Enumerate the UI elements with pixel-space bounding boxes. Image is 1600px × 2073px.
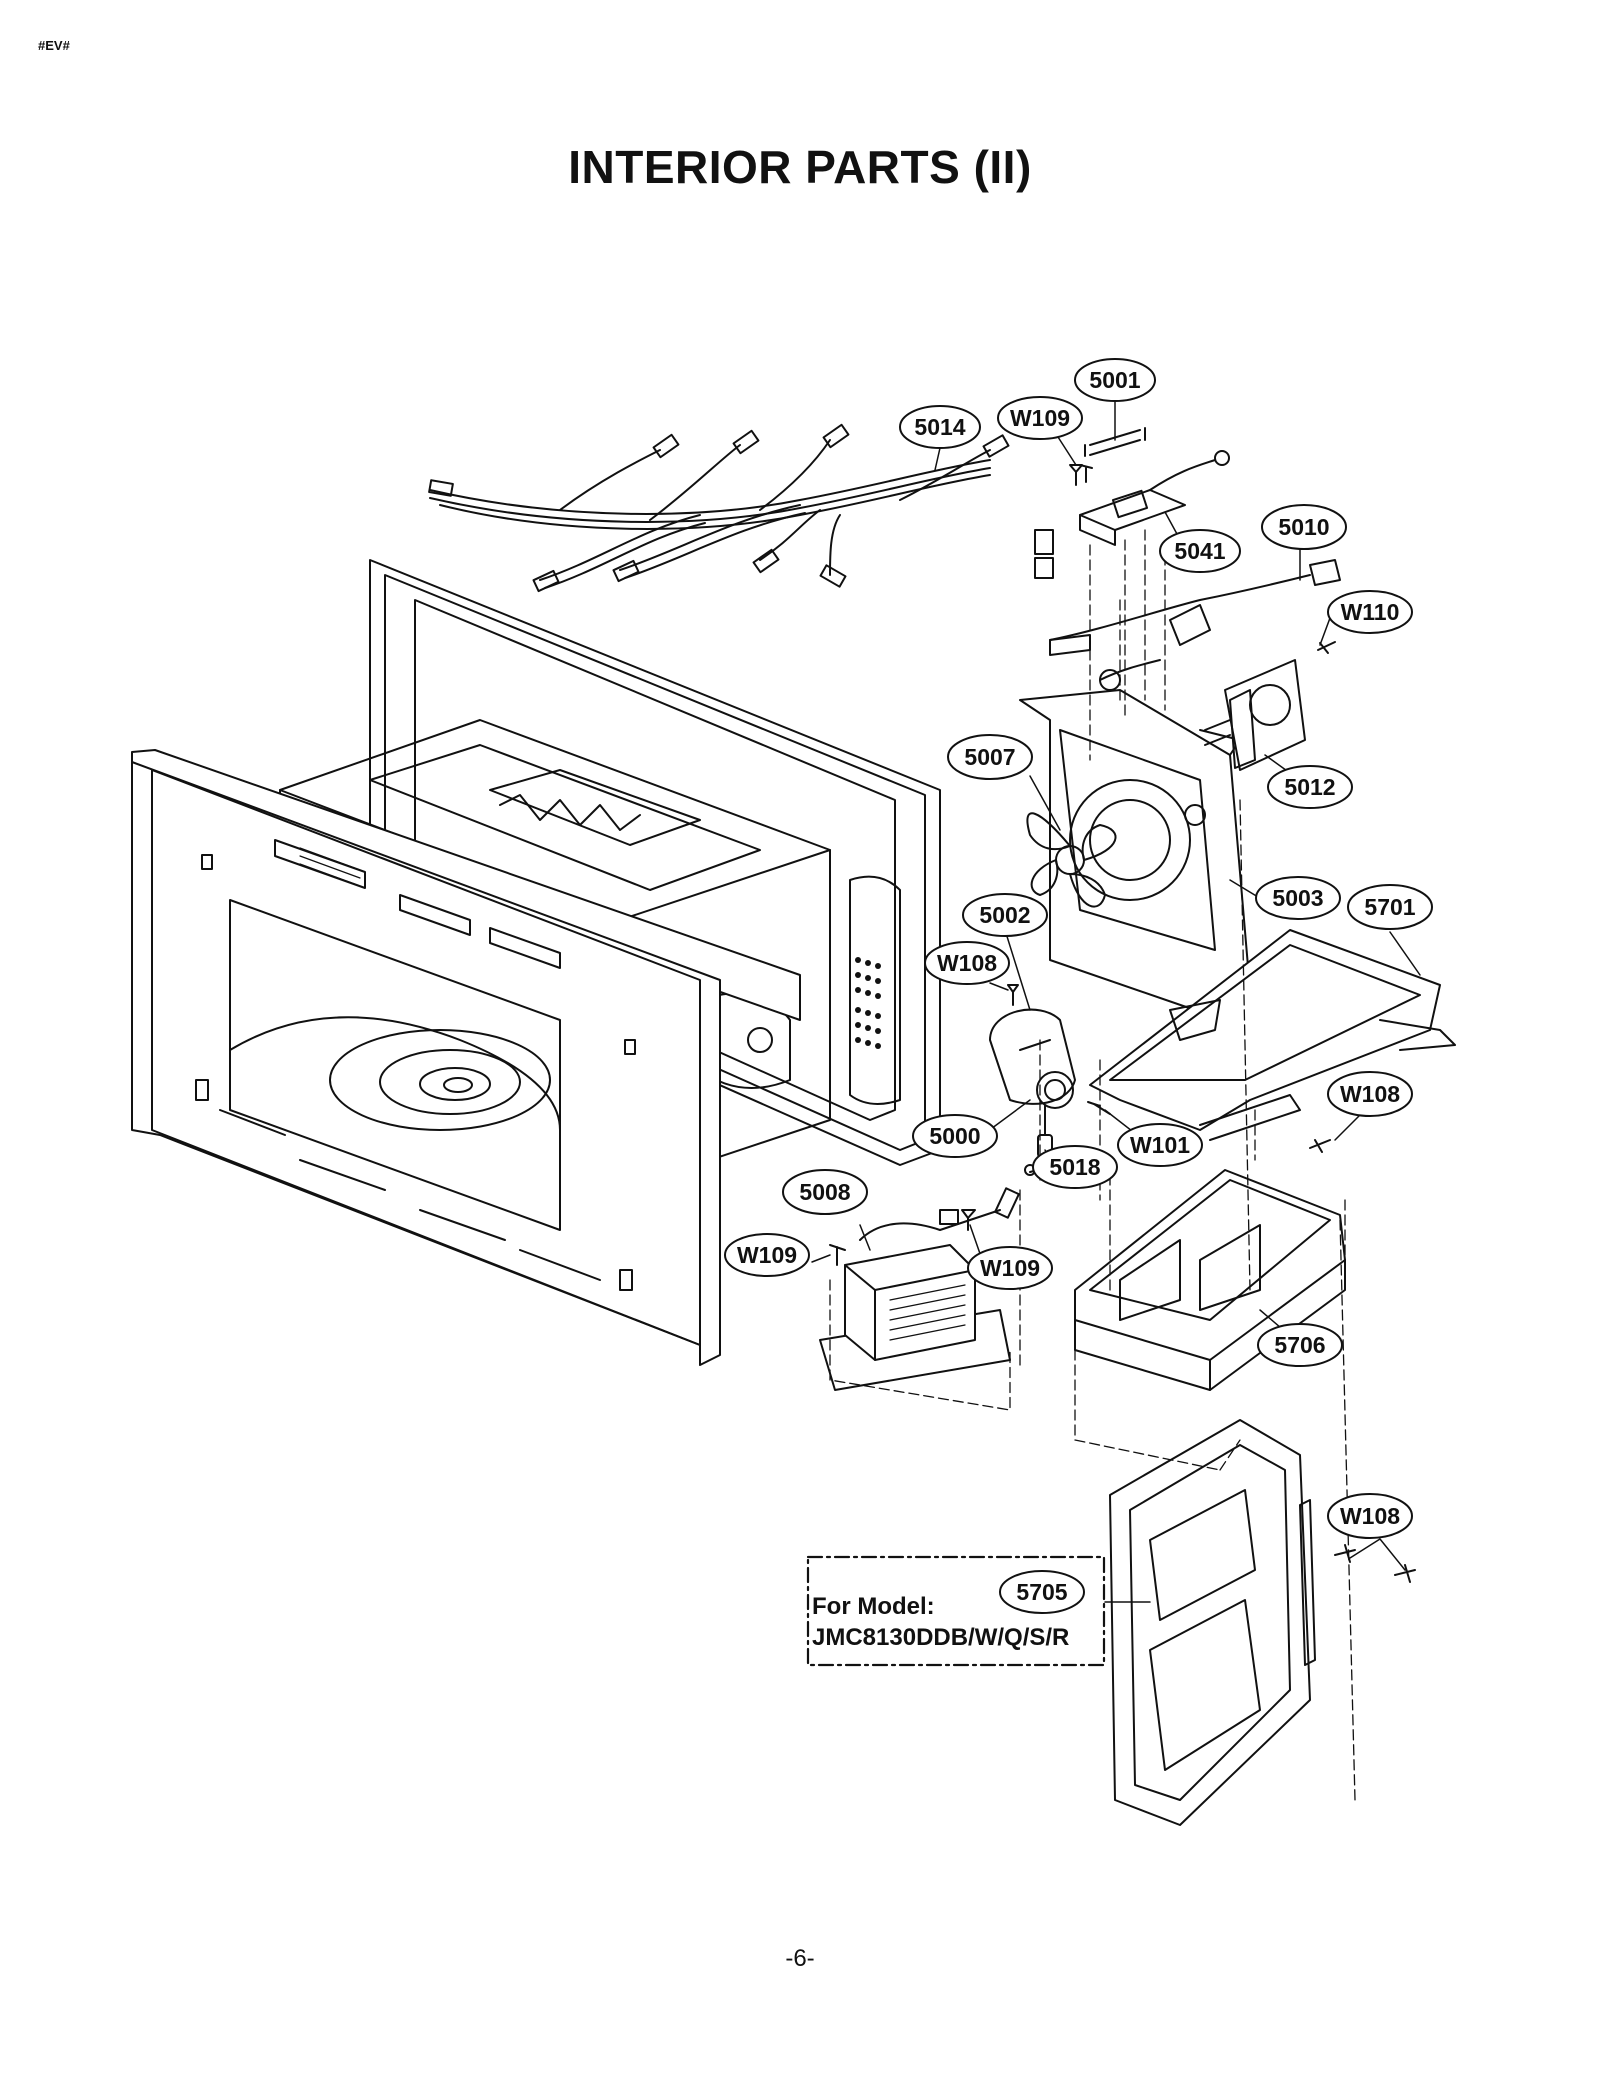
callout-w108-middle: W108 (1327, 1071, 1413, 1117)
callout-label: 5705 (1016, 1579, 1067, 1605)
callout-5002: 5002 (962, 893, 1048, 937)
callout-5701: 5701 (1347, 884, 1433, 930)
callout-w101: W101 (1117, 1123, 1203, 1167)
callout-label: 5018 (1049, 1154, 1100, 1180)
leader-lines (811, 401, 1421, 1603)
callout-w109-top: W109 (997, 396, 1083, 440)
callout-w108-lower: W108 (1327, 1493, 1413, 1539)
callout-5706: 5706 (1257, 1323, 1343, 1367)
callout-w109-right: W109 (967, 1246, 1053, 1290)
callout-w108-upper: W108 (924, 941, 1010, 985)
callout-label: 5012 (1284, 774, 1335, 800)
callout-5007: 5007 (947, 734, 1033, 780)
page-title: INTERIOR PARTS (II) (568, 141, 1032, 193)
callout-label: W109 (1010, 405, 1070, 431)
page-number: -6- (785, 1945, 815, 1972)
callout-label: 5003 (1272, 885, 1323, 911)
assembly-guide-lines (829, 529, 1356, 1801)
callout-label: W109 (737, 1242, 797, 1268)
callout-5001: 5001 (1074, 358, 1156, 402)
fan-motor-drawing (1204, 659, 1306, 771)
callout-5003: 5003 (1255, 876, 1341, 920)
callout-label: W108 (937, 950, 997, 976)
callout-5008: 5008 (782, 1169, 868, 1215)
thermal-cutout-drawing (1079, 427, 1146, 483)
callout-label: 5010 (1278, 514, 1329, 540)
callout-5018: 5018 (1032, 1145, 1118, 1189)
capacitor-drawing (989, 1008, 1076, 1109)
callout-label: 5000 (929, 1123, 980, 1149)
callout-w109-left: W109 (724, 1233, 810, 1277)
callout-label: W109 (980, 1255, 1040, 1281)
callout-label: W101 (1130, 1132, 1190, 1158)
model-note-heading: For Model: (812, 1593, 935, 1620)
model-note-box (806, 1555, 1106, 1667)
callout-5010: 5010 (1261, 504, 1347, 550)
rear-plate-drawing (1109, 1419, 1416, 1826)
callout-label: W108 (1340, 1081, 1400, 1107)
callout-5012: 5012 (1267, 765, 1353, 809)
callout-5705: 5705 (999, 1570, 1085, 1614)
fan-blade-drawing (1026, 812, 1117, 908)
transformer-drawing (819, 1187, 1020, 1391)
wire-harness-drawing (428, 423, 1054, 593)
callout-label: 5002 (979, 902, 1030, 928)
callout-label: 5001 (1089, 367, 1140, 393)
callout-5041: 5041 (1159, 529, 1241, 573)
power-cord-drawing (1049, 559, 1341, 691)
model-note-models: JMC8130DDB/W/Q/S/R (812, 1624, 1069, 1651)
callout-label: 5706 (1274, 1332, 1325, 1358)
callout-label: 5701 (1364, 894, 1415, 920)
callout-label: W110 (1341, 599, 1400, 625)
callout-label: 5041 (1174, 538, 1225, 564)
sensor-board-drawing (1079, 450, 1230, 546)
callout-label: 5008 (799, 1179, 850, 1205)
callout-label: 5014 (914, 414, 965, 440)
callout-label: W108 (1340, 1503, 1400, 1529)
document-tag: #EV# (38, 38, 70, 53)
screws-drawing (1007, 464, 1336, 1153)
callout-w110: W110 (1327, 590, 1413, 634)
front-panel-drawing (131, 749, 801, 1366)
callout-5014: 5014 (899, 405, 981, 449)
callout-label: 5007 (964, 744, 1015, 770)
callout-5000: 5000 (912, 1114, 998, 1158)
